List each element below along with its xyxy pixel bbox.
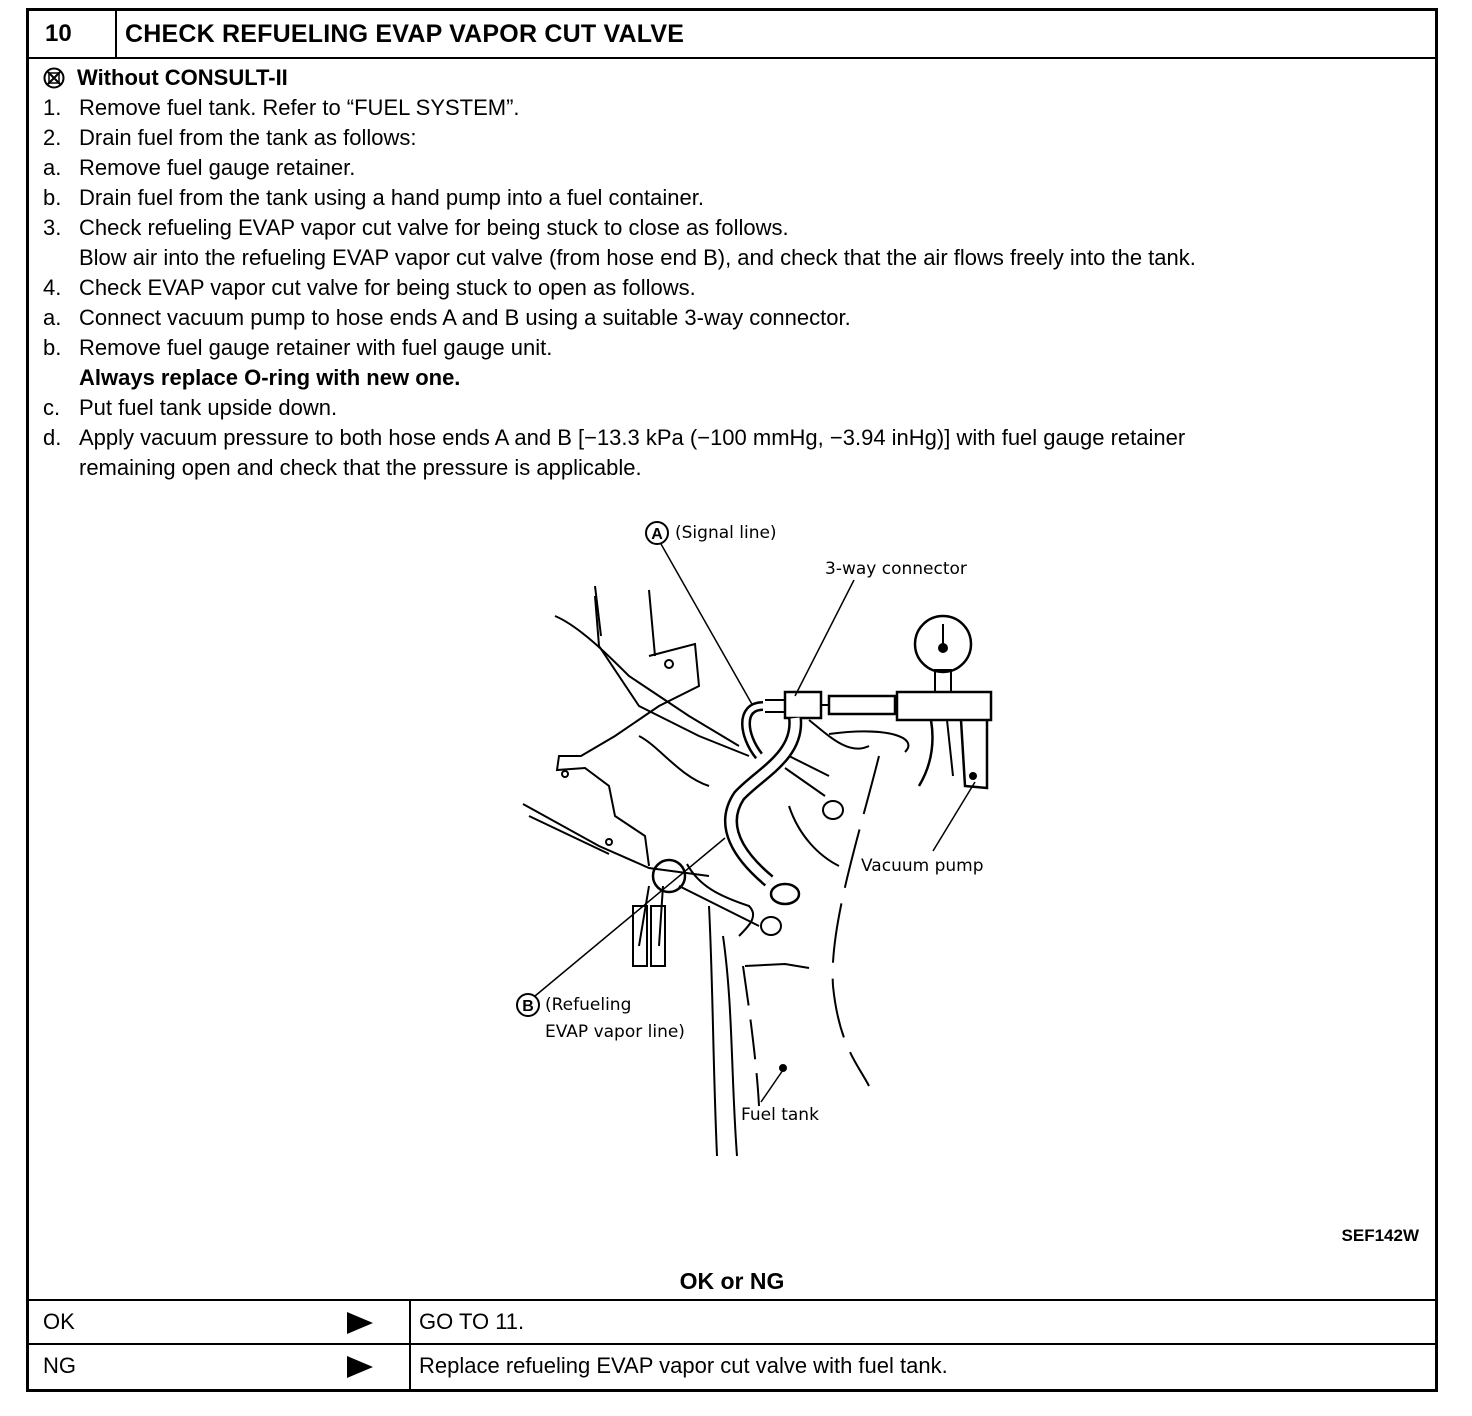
instruction-list: 1. Remove fuel tank. Refer to “FUEL SYSTE… — [43, 93, 1423, 483]
instruction-text: Remove fuel gauge retainer with fuel gau… — [79, 335, 553, 360]
result-action: Replace refueling EVAP vapor cut valve w… — [419, 1353, 948, 1378]
instruction-marker: a. — [43, 155, 62, 180]
instruction-line: d. Apply vacuum pressure to both hose end… — [43, 423, 1423, 453]
result-heading: OK or NG — [679, 1268, 785, 1294]
hose-assembly — [723, 690, 897, 936]
step-header: 10 CHECK REFUELING EVAP VAPOR CUT VALVE — [29, 11, 1435, 59]
instruction-marker: b. — [43, 335, 62, 360]
instruction-line: b. Remove fuel gauge retainer with fuel g… — [43, 333, 1423, 363]
no-consult-icon — [43, 67, 65, 89]
instruction-text: Connect vacuum pump to hose ends A and B… — [79, 305, 851, 330]
instruction-text: Drain fuel from the tank using a hand pu… — [79, 185, 704, 210]
mode-label: Without CONSULT-II — [77, 65, 288, 90]
callout-b-text-line1: (Refueling — [545, 995, 631, 1015]
instruction-line: Blow air into the refueling EVAP vapor c… — [43, 243, 1423, 273]
fuel-tank-drawing — [522, 585, 910, 1157]
instruction-line: remaining open and check that the pressu… — [43, 453, 1423, 483]
instruction-marker: d. — [43, 425, 62, 450]
callout-b-marker — [516, 993, 540, 1017]
instruction-line: c. Put fuel tank upside down. — [43, 393, 1423, 423]
result-label: OK — [43, 1309, 75, 1334]
mode-heading: Without CONSULT-II — [43, 63, 1423, 93]
connector-label: 3-way connector — [825, 559, 967, 579]
callout-a-text: (Signal line) — [675, 523, 777, 543]
instruction-line: 2. Drain fuel from the tank as follows: — [43, 123, 1423, 153]
callout-b-letter: B — [522, 998, 534, 1015]
fuel-tank-label: Fuel tank — [741, 1105, 819, 1125]
figure-code: SEF142W — [1341, 1226, 1419, 1245]
instruction-text: Remove fuel gauge retainer. — [79, 155, 356, 180]
instruction-text: Remove fuel tank. Refer to “FUEL SYSTEM”… — [79, 95, 520, 120]
vacuum-pump-drawing — [895, 614, 993, 790]
instruction-text: Check refueling EVAP vapor cut valve for… — [79, 215, 789, 240]
arrow-right-icon — [347, 1356, 373, 1378]
result-row-ng: NG Replace refueling EVAP vapor cut valv… — [29, 1345, 1435, 1389]
result-row-ok: OK GO TO 11. — [29, 1301, 1435, 1345]
instruction-warning: Always replace O-ring with new one. — [79, 365, 461, 390]
instruction-line: a. Connect vacuum pump to hose ends A and… — [43, 303, 1423, 333]
instruction-line: 3. Check refueling EVAP vapor cut valve f… — [43, 213, 1423, 243]
instruction-text: Put fuel tank upside down. — [79, 395, 338, 420]
result-action: GO TO 11. — [419, 1309, 525, 1334]
result-table: OK GO TO 11. NG Replace refueling EVAP v… — [29, 1299, 1435, 1389]
procedure-frame: 10 CHECK REFUELING EVAP VAPOR CUT VALVE … — [26, 8, 1438, 1392]
step-number: 10 — [29, 11, 117, 57]
instruction-marker: 1. — [43, 95, 62, 120]
callout-b-text-line2: EVAP vapor line) — [545, 1022, 685, 1042]
instruction-marker: a. — [43, 305, 62, 330]
instruction-line: a. Remove fuel gauge retainer. — [43, 153, 1423, 183]
instruction-line: 4. Check EVAP vapor cut valve for being s… — [43, 273, 1423, 303]
instruction-text: Apply vacuum pressure to both hose ends … — [79, 425, 1186, 450]
instruction-marker: 3. — [43, 215, 62, 240]
instruction-text: remaining open and check that the pressu… — [79, 455, 642, 480]
instruction-text: Blow air into the refueling EVAP vapor c… — [79, 245, 1196, 270]
instruction-line: b. Drain fuel from the tank using a hand … — [43, 183, 1423, 213]
instruction-marker: 2. — [43, 125, 62, 150]
column-divider — [409, 1301, 411, 1345]
vacuum-test-diagram: A (Signal line) 3-way connector — [516, 521, 993, 1157]
column-divider — [409, 1345, 411, 1389]
arrow-right-icon — [347, 1312, 373, 1334]
instruction-marker: c. — [43, 395, 61, 420]
callout-a-letter: A — [651, 526, 663, 543]
instructions-block: Without CONSULT-II 1. Remove fuel tank. R… — [43, 63, 1423, 483]
instruction-text: Check EVAP vapor cut valve for being stu… — [79, 275, 696, 300]
step-title: CHECK REFUELING EVAP VAPOR CUT VALVE — [125, 20, 685, 48]
result-label: NG — [43, 1353, 76, 1378]
instruction-text: Drain fuel from the tank as follows: — [79, 125, 417, 150]
callout-a-marker — [645, 521, 669, 545]
instruction-marker: b. — [43, 185, 62, 210]
instruction-marker: 4. — [43, 275, 62, 300]
instruction-line: 1. Remove fuel tank. Refer to “FUEL SYSTE… — [43, 93, 1423, 123]
instruction-line: Always replace O-ring with new one. — [43, 363, 1423, 393]
vacuum-pump-label: Vacuum pump — [861, 856, 984, 876]
